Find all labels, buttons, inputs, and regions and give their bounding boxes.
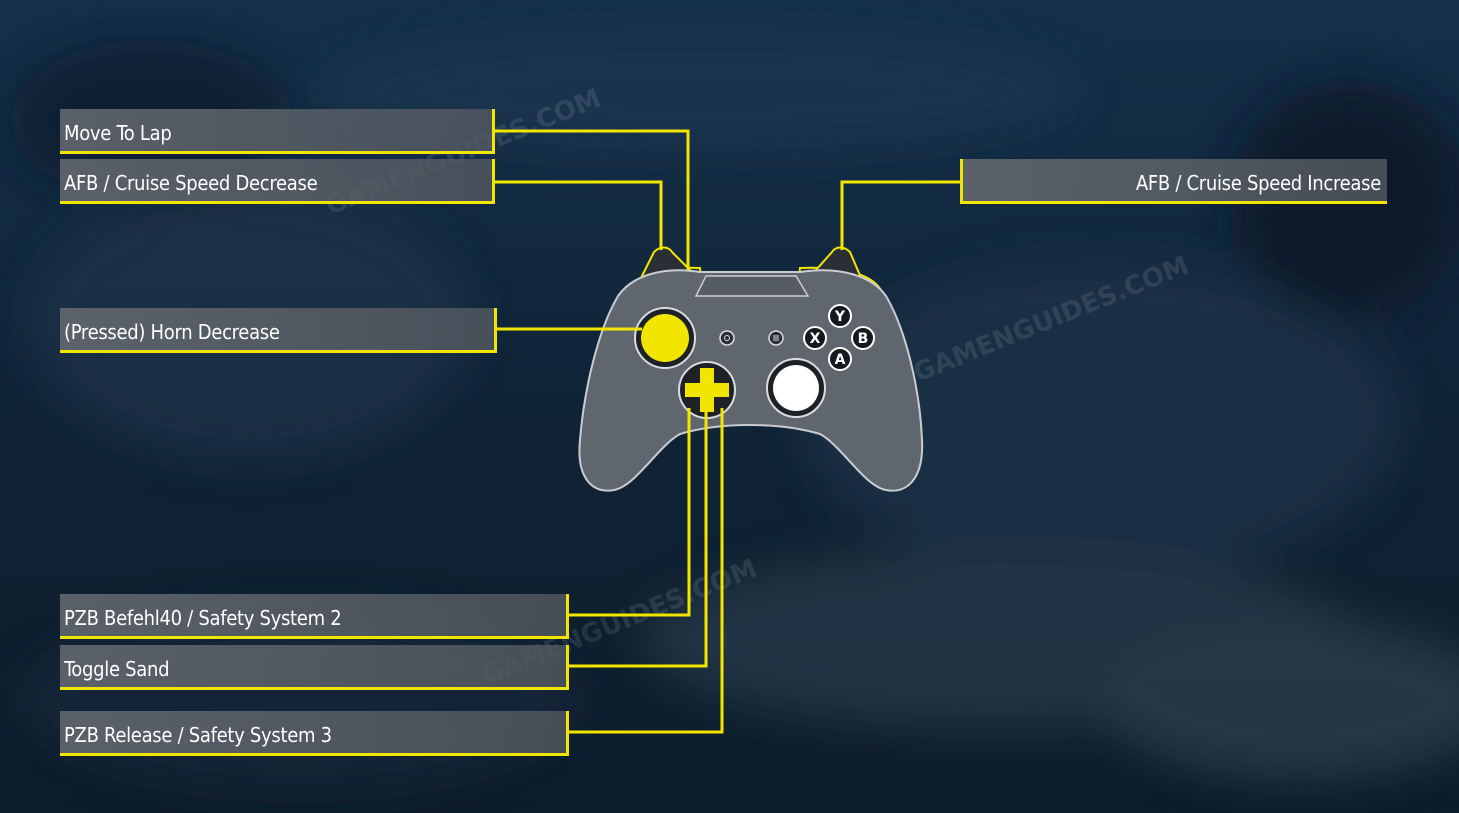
a-button-label: A <box>835 352 846 368</box>
line-pzb-release <box>567 408 724 734</box>
right-stick <box>773 365 819 411</box>
label-afb-cruise-speed-decrease: AFB / Cruise Speed Decrease <box>60 159 495 204</box>
menu-icon <box>773 335 779 341</box>
line-move-to-lap <box>494 129 690 270</box>
line-afb-decrease <box>494 180 663 250</box>
y-button-label: Y <box>834 309 846 325</box>
view-icon <box>724 335 730 341</box>
label-toggle-sand: Toggle Sand <box>60 645 569 690</box>
y-button <box>828 304 852 328</box>
view-button <box>719 330 735 346</box>
b-button <box>851 326 875 350</box>
x-button <box>803 326 827 350</box>
x-button-label: X <box>810 331 821 347</box>
controller-top-panel <box>694 275 810 297</box>
label-afb-cruise-speed-increase: AFB / Cruise Speed Increase <box>960 159 1387 204</box>
line-afb-increase <box>840 180 962 250</box>
label-horn-decrease: (Pressed) Horn Decrease <box>60 308 497 353</box>
label-move-to-lap: Move To Lap <box>60 109 495 154</box>
a-button <box>828 347 852 371</box>
dpad-icon <box>685 368 729 412</box>
controller: Y X B A <box>578 246 924 492</box>
controller-body <box>578 269 924 492</box>
watermark-2: GAMENGUIDES.COM <box>909 251 1193 389</box>
b-button-label: B <box>858 331 869 347</box>
left-stick <box>641 314 689 362</box>
label-pzb-release-safety-system-3: PZB Release / Safety System 3 <box>60 711 569 756</box>
line-toggle-sand <box>567 410 708 668</box>
line-pzb-befehl <box>567 408 691 617</box>
label-pzb-befehl40-safety-system-2: PZB Befehl40 / Safety System 2 <box>60 594 569 639</box>
